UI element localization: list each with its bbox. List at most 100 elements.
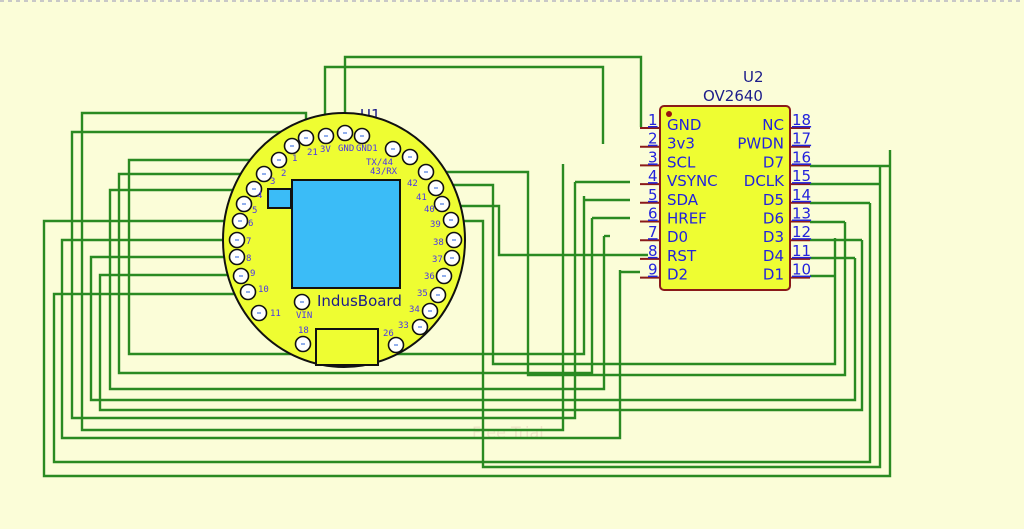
wire-net-1[interactable] — [343, 55, 643, 133]
left-pad-21[interactable]: 21 — [297, 129, 318, 159]
left-pad-2[interactable]: 2 — [270, 151, 288, 180]
pad-label: 42 — [407, 179, 418, 189]
pin-name: D3 — [763, 228, 784, 246]
pin-name: 3v3 — [667, 135, 695, 153]
pin-number: 8 — [648, 242, 658, 260]
left-pad-9[interactable]: 9 — [232, 267, 256, 285]
right-pad-tx-44[interactable]: TX/44 — [366, 140, 402, 169]
right-pad-43-rx[interactable]: 43/RX — [370, 148, 419, 178]
pin-number: 6 — [648, 205, 658, 223]
pad-label: VIN — [296, 311, 312, 321]
pad-label: 3V — [320, 145, 331, 155]
top-pad-3v[interactable]: 3V — [317, 127, 335, 156]
wire-net-3[interactable] — [80, 111, 565, 432]
left-pad-5[interactable]: 5 — [235, 195, 258, 217]
right-pad-34[interactable]: 34 — [409, 302, 439, 320]
pin-number: 16 — [792, 148, 811, 166]
pad-label: 34 — [409, 305, 420, 315]
right-pad-40[interactable]: 40 — [424, 195, 451, 216]
u2-pin-15[interactable]: 15 DCLK — [744, 167, 811, 190]
wire-net-5[interactable] — [428, 170, 847, 377]
bottom-pad-26[interactable]: 26 — [383, 329, 405, 354]
pin-name: D7 — [763, 153, 784, 171]
wire-net-8[interactable] — [450, 167, 882, 469]
right-pad-33[interactable]: 33 — [398, 318, 429, 336]
right-pad-36[interactable]: 36 — [424, 267, 453, 285]
wire-net-15[interactable] — [98, 240, 864, 412]
wire-net-6[interactable] — [438, 183, 837, 366]
wire-net-12[interactable] — [42, 150, 892, 478]
pad-label: 39 — [430, 220, 441, 230]
board-name: IndusBoard — [317, 292, 402, 310]
wire-net-10[interactable] — [117, 172, 594, 375]
ic-body — [659, 105, 791, 291]
left-pad-7[interactable]: 7 — [228, 231, 252, 249]
pad-label: 33 — [398, 321, 409, 331]
wire-net-14[interactable] — [89, 255, 857, 402]
pin-number: 10 — [792, 261, 811, 279]
pin-number: 5 — [648, 186, 658, 204]
left-pad-6[interactable]: 6 — [231, 212, 254, 230]
left-pad-3[interactable]: 3 — [255, 165, 276, 188]
pin-name: D5 — [763, 191, 784, 209]
pad-label: 7 — [246, 237, 251, 247]
left-pad-10[interactable]: 10 — [239, 283, 269, 301]
esp-module — [291, 179, 401, 289]
top-pad-gnd[interactable]: GND — [336, 124, 355, 155]
pad-label: 18 — [298, 326, 309, 336]
pin-number: 15 — [792, 167, 811, 185]
u2-pin-6[interactable]: 6 HREF — [640, 205, 707, 228]
left-pad-4[interactable]: 4 — [245, 180, 263, 202]
right-pad-35[interactable]: 35 — [417, 286, 447, 304]
pin-number: 14 — [792, 186, 811, 204]
right-pad-39[interactable]: 39 — [430, 211, 460, 231]
pin-name: DCLK — [744, 172, 785, 190]
pin-name: HREF — [667, 210, 707, 228]
right-pad-41[interactable]: 41 — [416, 179, 445, 204]
wire-net-13[interactable] — [60, 238, 622, 440]
left-pad-1[interactable]: 1 — [283, 137, 301, 165]
wire-net-11[interactable] — [108, 188, 606, 391]
u2-reference: U2 — [743, 68, 764, 86]
indusboard-u1[interactable]: U1 IndusBoard 2112345678910113VGNDGND1TX… — [222, 106, 466, 368]
u2-pin-16[interactable]: 16 D7 — [763, 148, 811, 171]
wire-net-9[interactable] — [127, 158, 586, 356]
top-pad-gnd1[interactable]: GND1 — [353, 127, 378, 155]
pin-name: D4 — [763, 247, 784, 265]
pad-label: 35 — [417, 289, 428, 299]
wire-net-7[interactable] — [441, 204, 648, 257]
antenna-block — [267, 188, 292, 209]
left-pad-11[interactable]: 11 — [250, 304, 281, 322]
pin-number: 13 — [792, 205, 811, 223]
pad-label: 11 — [270, 309, 281, 319]
wire-net-2[interactable] — [323, 65, 605, 144]
pad-label: 10 — [258, 285, 269, 295]
right-pad-42[interactable]: 42 — [407, 163, 435, 190]
pad-label: 36 — [424, 272, 435, 282]
u2-part: OV2640 — [703, 87, 763, 105]
right-pad-37[interactable]: 37 — [432, 249, 461, 267]
wire-net-16[interactable] — [52, 203, 872, 464]
pin-number: 18 — [792, 111, 811, 129]
left-pad-8[interactable]: 8 — [228, 248, 252, 266]
right-pad-38[interactable]: 38 — [433, 231, 463, 249]
bottom-pad-vin[interactable]: VIN — [293, 293, 313, 322]
u2-pin-14[interactable]: 14 D5 — [763, 186, 811, 209]
bottom-pad-18[interactable]: 18 — [294, 326, 312, 353]
